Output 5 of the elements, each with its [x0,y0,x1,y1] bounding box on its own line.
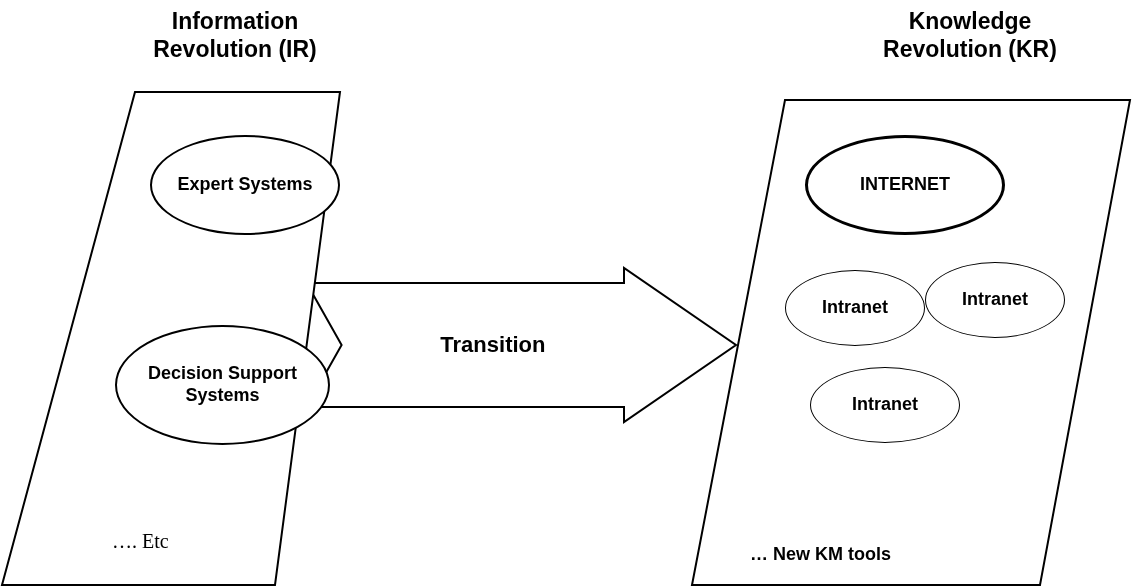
edge-label: Transition [440,332,546,358]
note-text: … New KM tools [750,544,891,565]
panel-heading: Information Revolution (IR) [152,8,318,64]
panel-heading: Knowledge Revolution (KR) [882,8,1058,64]
note-text: …. Etc [112,530,169,553]
